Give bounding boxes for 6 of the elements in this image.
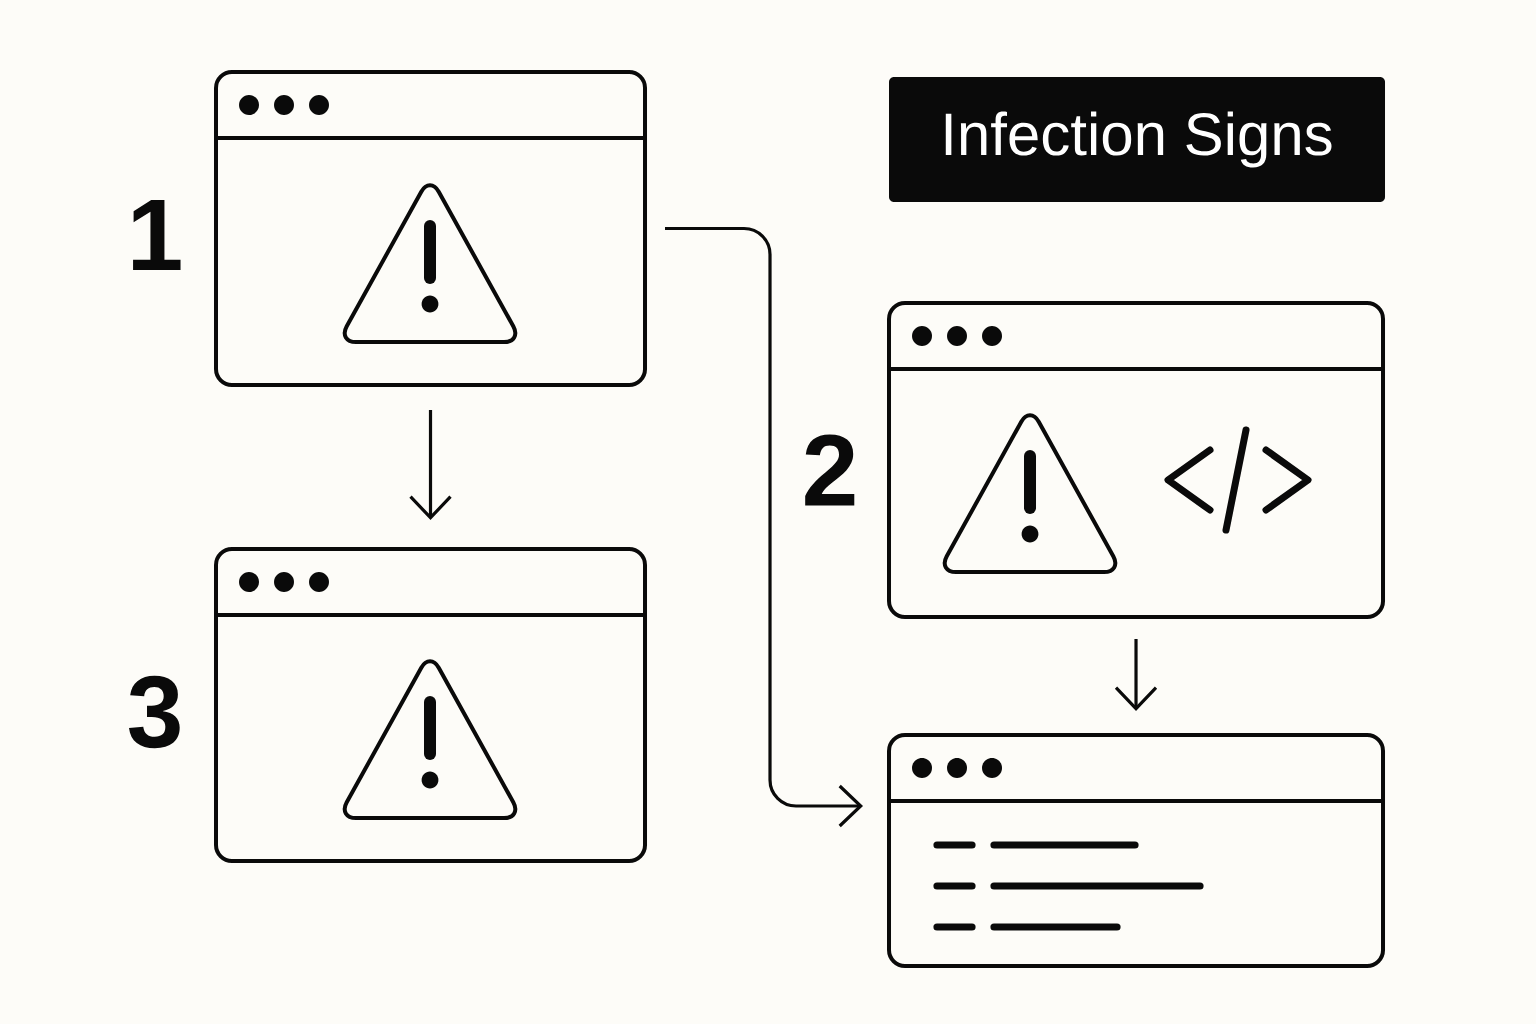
title-banner: Infection Signs [889,77,1385,202]
step-number: 2 [805,434,855,506]
step-number: 1 [133,199,181,271]
arrow [665,226,863,828]
step-number: 3 [129,675,180,749]
arrow [409,410,452,520]
